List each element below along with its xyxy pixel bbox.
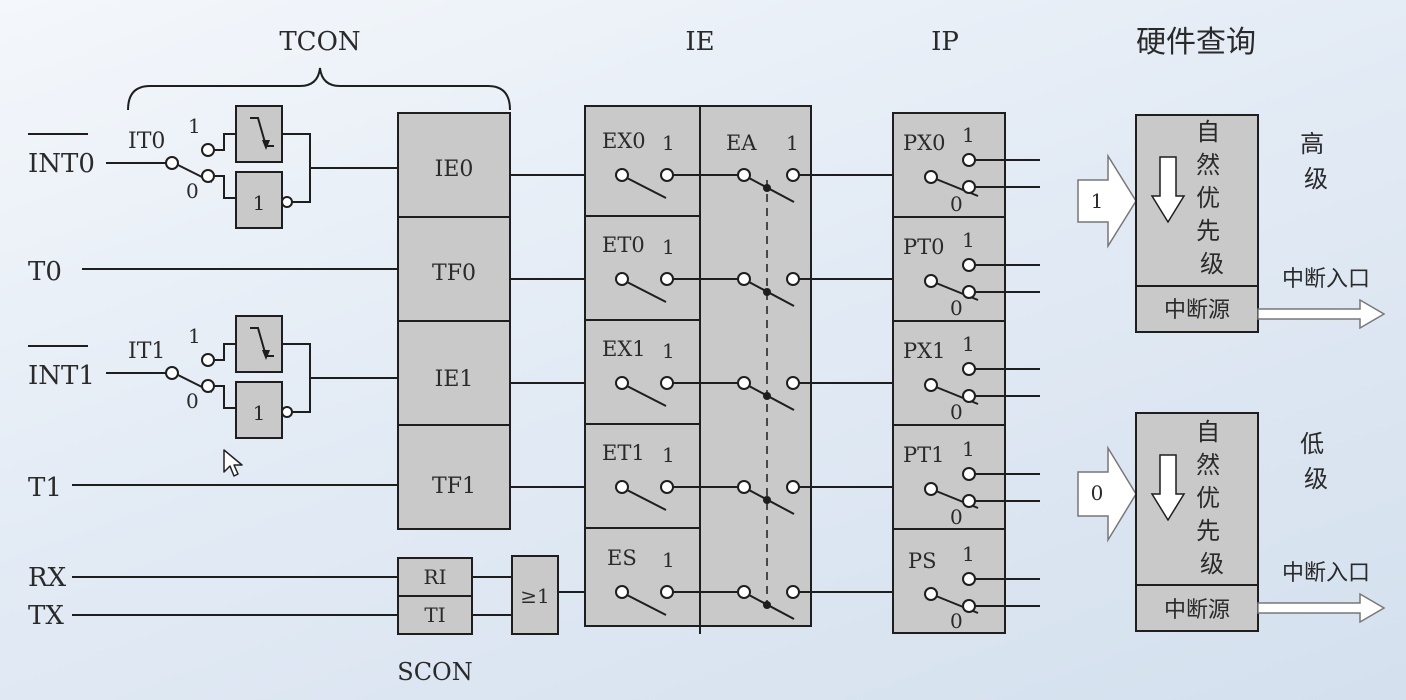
or-gate-label: ≥1 [520,584,549,608]
high-priority-char-2: 然 [1196,151,1220,179]
ip-bit-px0: PX0 [903,131,945,155]
input-int1: INT1 [28,361,95,391]
high-priority-down-arrow [1150,156,1186,224]
high-entry-label: 中断入口 [1282,267,1370,292]
it0-selector [106,105,398,229]
high-priority-char-4: 先 [1196,217,1220,245]
ip-bit-ps-one: 1 [962,542,975,566]
it1-zero: 0 [186,389,199,413]
ip-bit-px1-zero: 0 [950,400,963,424]
high-priority-text: 自 然 优 先 级 [1196,118,1228,278]
high-priority-char-3: 优 [1196,184,1220,212]
high-level-label: 高 级 [1300,130,1332,193]
flag-tf0: TF0 [432,261,476,286]
low-level-char-2: 级 [1304,465,1328,493]
ip-bit-px0-zero: 0 [950,192,963,216]
ie-bit-ex1: EX1 [602,337,646,361]
it0-label: IT0 [128,129,165,154]
it0-zero: 0 [186,179,199,203]
low-priority-char-5: 级 [1200,550,1224,578]
low-priority-block [1077,412,1386,632]
high-input-value: 1 [1091,189,1104,213]
flag-tf1: TF1 [432,474,476,499]
high-level-char-2: 级 [1304,165,1328,193]
low-priority-char-4: 先 [1196,517,1220,545]
input-int0: INT0 [28,149,95,179]
ie-register [584,105,812,627]
it0-one: 1 [188,114,201,138]
ip-bit-ps-zero: 0 [950,609,963,633]
ip-bit-pt0: PT0 [903,235,945,259]
ie-bit-et0-one: 1 [662,235,675,259]
it1-gate-label: 1 [253,401,266,425]
flag-ie1: IE1 [435,367,474,392]
ip-bit-px0-one: 1 [962,123,975,147]
low-priority-down-arrow [1150,454,1186,522]
it1-selector [106,315,398,439]
ie-bit-ex1-one: 1 [662,339,675,363]
input-t0: T0 [28,257,62,287]
header-ip: IP [931,27,959,57]
tcon-flags [397,112,511,530]
ip-bit-px1-one: 1 [962,332,975,356]
low-priority-char-1: 自 [1196,418,1220,446]
it0-gate-label: 1 [253,191,266,215]
ip-bit-ps: PS [908,549,937,573]
scon-block [72,555,585,635]
tcon-brace [127,67,511,111]
high-source-label: 中断源 [1164,298,1230,323]
high-level-char-1: 高 [1300,130,1324,158]
scon-ti: TI [424,603,445,627]
input-t1: T1 [28,473,62,503]
ie-bit-et1: ET1 [602,441,645,465]
low-input-arrow [1077,445,1137,543]
scon-label: SCON [397,658,472,686]
scon-ri: RI [424,565,447,589]
high-priority-block [1077,114,1386,333]
header-ie: IE [685,27,714,57]
it1-label: IT1 [128,339,165,364]
ip-switches [924,153,1040,614]
low-level-char-1: 低 [1300,430,1324,458]
input-rx: RX [28,563,67,593]
low-priority-char-3: 优 [1196,484,1220,512]
ie-bit-et0: ET0 [602,233,645,257]
mouse-cursor-icon [223,449,243,477]
header-hw-query: 硬件查询 [1136,25,1256,60]
it1-one: 1 [188,324,201,348]
header-tcon: TCON [279,27,360,57]
flag-ie0: IE0 [435,157,474,182]
low-output-arrow [1257,592,1386,624]
low-priority-text: 自 然 优 先 级 [1196,418,1228,578]
ip-register [892,112,1006,634]
ie-bit-ex0: EX0 [602,129,646,153]
ie-bit-es-one: 1 [662,548,675,572]
ea-one: 1 [786,131,799,155]
high-output-arrow [1257,298,1386,330]
ip-bit-pt1-one: 1 [962,437,975,461]
ip-bit-pt1-zero: 0 [950,505,963,529]
ea-label: EA [726,131,757,155]
ip-bit-pt0-zero: 0 [950,296,963,320]
input-tx: TX [28,601,64,631]
high-priority-char-5: 级 [1200,250,1224,278]
ip-bit-px1: PX1 [903,339,945,363]
high-input-arrow [1077,153,1137,249]
low-level-label: 低 级 [1300,430,1332,493]
ie-bit-ex0-one: 1 [662,131,675,155]
ip-bit-pt1: PT1 [903,443,945,467]
ip-bit-pt0-one: 1 [962,228,975,252]
low-priority-char-2: 然 [1196,451,1220,479]
ie-bit-et1-one: 1 [662,443,675,467]
low-input-value: 0 [1091,481,1104,505]
ie-bit-es: ES [607,546,637,570]
ie-switches [615,168,800,620]
high-priority-char-1: 自 [1196,118,1220,146]
low-entry-label: 中断入口 [1282,561,1370,586]
low-source-label: 中断源 [1164,598,1230,623]
